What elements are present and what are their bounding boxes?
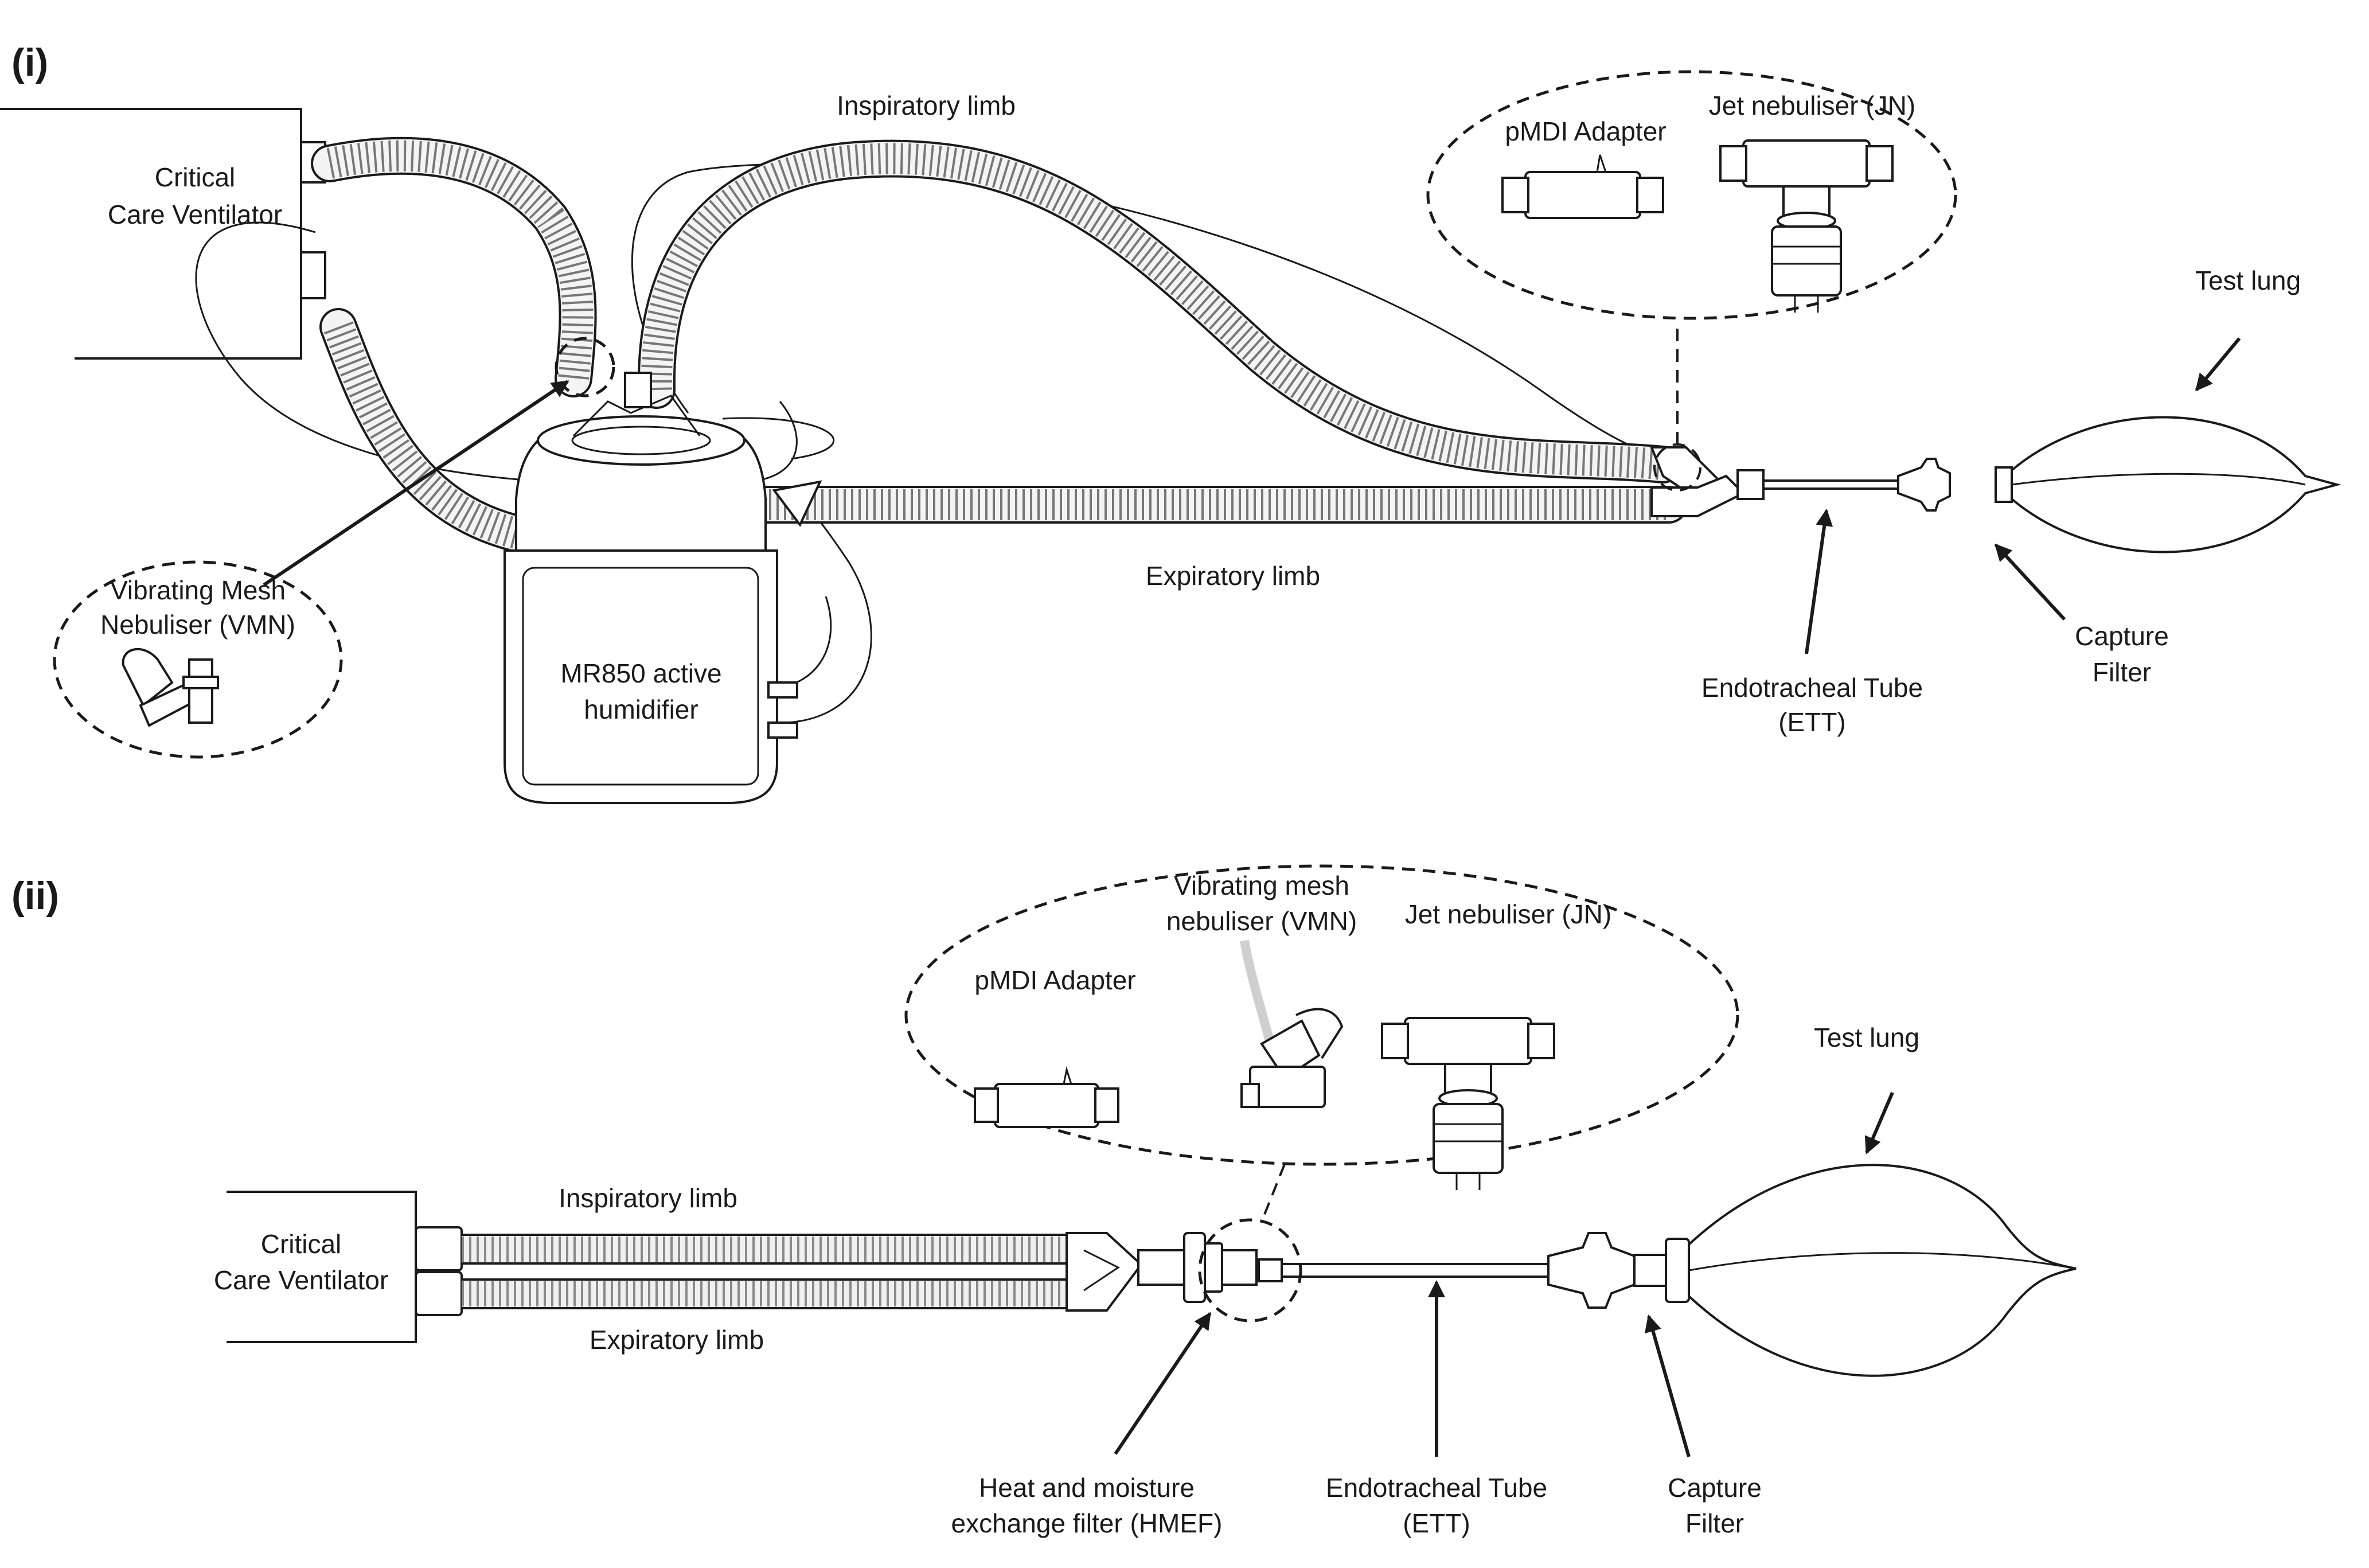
expiratory-limb-top-label: Expiratory limb — [1146, 561, 1320, 591]
filter-bottom-label-2: Filter — [1685, 1508, 1744, 1538]
pmdi-top-label: pMDI Adapter — [1505, 116, 1666, 146]
panel-i: (i) Critical Care Ventilator — [0, 41, 2341, 804]
vmn-top-arrow — [263, 380, 569, 587]
panel-ii: (ii) Critical Care Ventilator Inspirator… — [11, 864, 2077, 1538]
pmdi-bottom-label: pMDI Adapter — [974, 965, 1135, 995]
inspiratory-limb-bottom-label: Inspiratory limb — [559, 1183, 737, 1213]
filter-top-label-2: Filter — [2093, 657, 2151, 687]
ett-bottom-label-1: Endotracheal Tube — [1326, 1473, 1547, 1503]
ett-top-label-2: (ETT) — [1778, 707, 1846, 737]
test-lung-bottom-arrow — [1864, 1091, 1894, 1154]
panel-i-label: (i) — [11, 41, 48, 84]
hoses-top — [311, 136, 1688, 552]
hmef-label-1: Heat and moisture — [979, 1473, 1195, 1503]
nebuliser-inset-top: pMDI Adapter Jet nebuliser (JN) — [1426, 70, 1957, 444]
vmn-top-label-2: Nebuliser (VMN) — [100, 610, 295, 639]
jet-top-label: Jet nebuliser (JN) — [1709, 91, 1915, 120]
panel-ii-label: (ii) — [11, 874, 59, 918]
ett-top-arrow — [1805, 509, 1833, 654]
expiratory-limb-bottom-label: Expiratory limb — [590, 1325, 764, 1355]
filter-bottom-arrow — [1644, 1315, 1691, 1457]
ventilator-top: Critical Care Ventilator — [0, 108, 326, 360]
humidifier: MR850 active humidifier — [504, 372, 798, 804]
patient-connection-bottom — [1183, 1164, 2077, 1377]
test-lung-bottom-label: Test lung — [1814, 1023, 1919, 1052]
humidifier-label-1: MR850 active — [560, 658, 721, 688]
ett-top-label-1: Endotracheal Tube — [1701, 673, 1923, 703]
humidifier-label-2: humidifier — [584, 695, 698, 724]
filter-top-label-1: Capture — [2075, 621, 2169, 651]
jet-bottom-label: Jet nebuliser (JN) — [1405, 899, 1611, 929]
hmef-arrow — [1114, 1312, 1212, 1455]
test-lung-top-arrow — [2195, 337, 2241, 392]
inspiratory-limb-top-label: Inspiratory limb — [837, 91, 1016, 120]
vmn-bottom-label-2: nebuliser (VMN) — [1166, 906, 1357, 936]
limbs-bottom — [462, 1232, 1185, 1312]
ventilator-top-label-1: Critical — [155, 162, 236, 192]
test-lung-top-label: Test lung — [2195, 266, 2301, 295]
vmn-inset-top: Vibrating Mesh Nebuliser (VMN) — [53, 337, 615, 759]
vmn-top-label-1: Vibrating Mesh — [110, 575, 286, 605]
ventilator-top-label-2: Care Ventilator — [108, 200, 282, 229]
patient-connection-top — [1650, 416, 2341, 553]
nebuliser-inset-bottom: pMDI Adapter Vibrating mesh nebuliser (V… — [904, 864, 1739, 1222]
ventilator-bottom: Critical Care Ventilator — [214, 1191, 463, 1343]
filter-bottom-label-1: Capture — [1668, 1473, 1762, 1503]
filter-top-arrow — [1994, 543, 2066, 621]
hmef-label-2: exchange filter (HMEF) — [951, 1508, 1223, 1538]
ett-bottom-label-2: (ETT) — [1403, 1508, 1470, 1538]
ventilator-bottom-label-2: Care Ventilator — [214, 1265, 388, 1295]
vmn-bottom-label-1: Vibrating mesh — [1174, 871, 1349, 900]
ventilator-bottom-label-1: Critical — [261, 1229, 342, 1259]
